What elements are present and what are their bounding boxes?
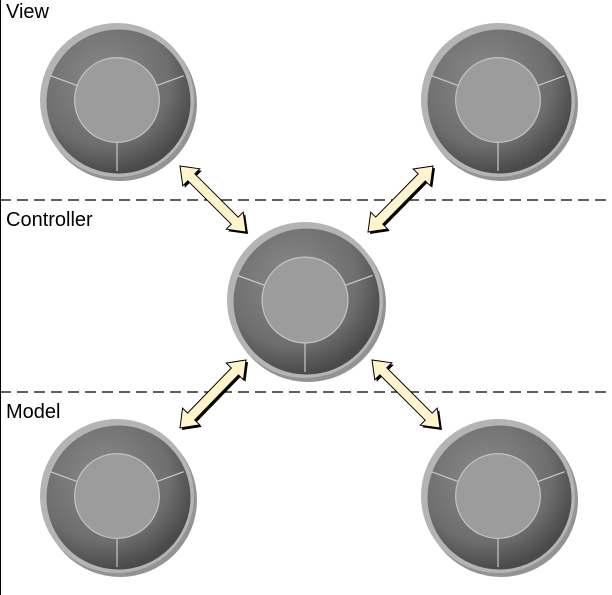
component-hub xyxy=(455,453,541,539)
component-spoke-right xyxy=(156,471,184,483)
component-view-right xyxy=(421,23,578,181)
component-view-left xyxy=(40,23,197,181)
arrow-view-right-to-controller xyxy=(367,165,435,234)
component-spoke-left xyxy=(50,75,78,87)
arrow-model-right-to-controller xyxy=(371,359,442,430)
component-spoke-left xyxy=(50,471,78,483)
components xyxy=(40,23,578,577)
component-spoke-right xyxy=(156,75,184,87)
layer-label-model: Model xyxy=(6,401,60,423)
component-hub xyxy=(74,57,160,143)
component-spoke-left xyxy=(431,471,459,483)
component-spoke-left xyxy=(237,274,265,286)
connections xyxy=(179,165,442,430)
arrow-view-left-to-controller xyxy=(179,165,248,234)
component-spoke-left xyxy=(431,75,459,87)
component-model-right xyxy=(421,419,578,577)
component-spoke-right xyxy=(537,471,565,483)
component-spoke-right xyxy=(537,75,565,87)
component-hub xyxy=(455,57,541,143)
arrow-model-left-to-controller xyxy=(179,359,248,430)
component-hub xyxy=(261,256,349,344)
component-hub xyxy=(74,453,160,539)
layer-label-controller: Controller xyxy=(6,209,93,231)
component-controller xyxy=(227,222,386,382)
component-model-left xyxy=(40,419,197,577)
layer-label-view: View xyxy=(6,1,50,23)
component-spoke-right xyxy=(345,274,373,286)
